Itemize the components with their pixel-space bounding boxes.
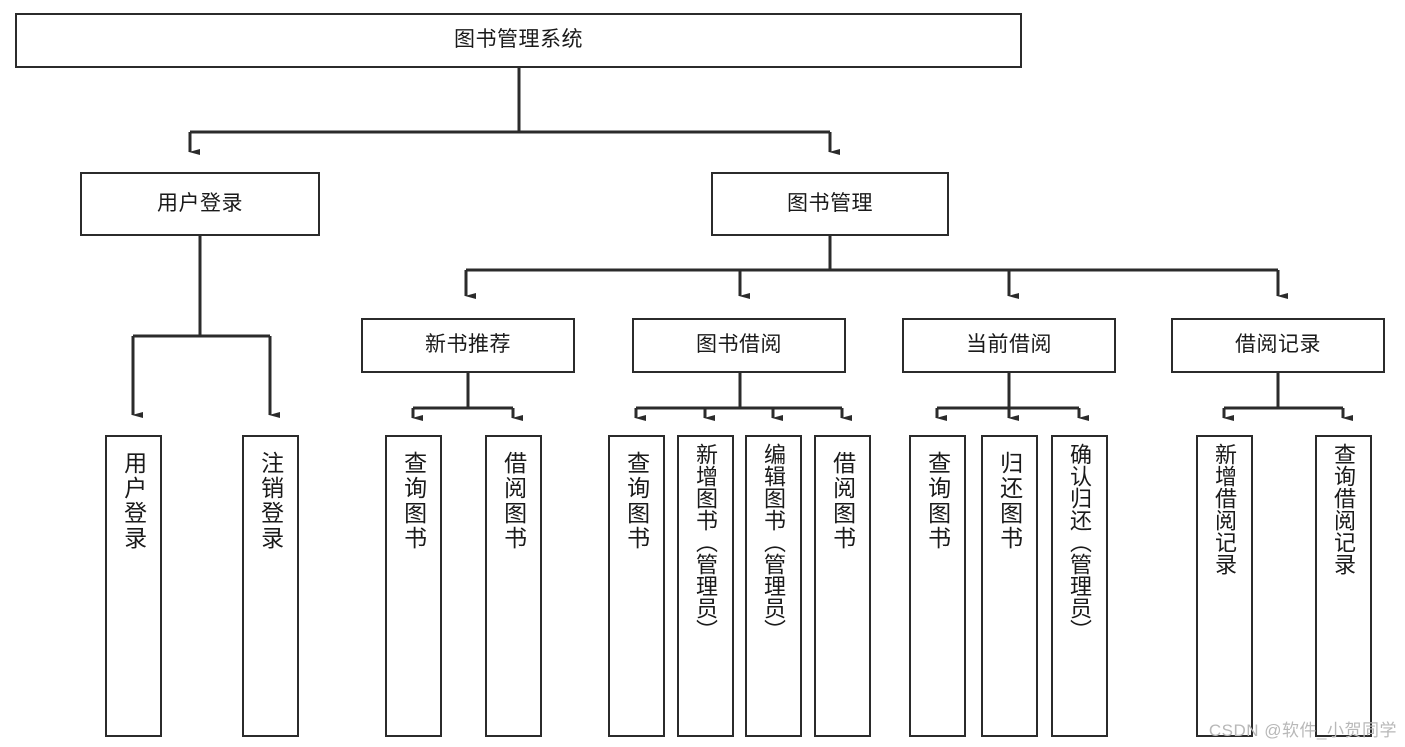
leaf-query-book-3-label: 查询图书 (924, 451, 951, 551)
leaf-query-book-2[interactable]: 查询图书 (608, 435, 665, 737)
node-new-book-recommend[interactable]: 新书推荐 (361, 318, 575, 373)
leaf-confirm-return[interactable]: 确认归还（管理员） (1051, 435, 1108, 737)
node-root-system-label: 图书管理系统 (454, 28, 583, 52)
leaf-query-book-2-label: 查询图书 (623, 451, 650, 551)
leaf-user-login-label: 用户登录 (120, 451, 147, 551)
leaf-query-borrow-record[interactable]: 查询借阅记录 (1315, 435, 1372, 737)
node-book-manage-label: 图书管理 (787, 191, 873, 215)
leaf-query-book-1-label: 查询图书 (400, 451, 427, 551)
leaf-edit-book[interactable]: 编辑图书（管理员） (745, 435, 802, 737)
node-new-book-recommend-label: 新书推荐 (425, 333, 511, 357)
leaf-add-borrow-record[interactable]: 新增借阅记录 (1196, 435, 1253, 737)
leaf-logout-label: 注销登录 (257, 451, 284, 551)
node-book-borrow-label: 图书借阅 (696, 333, 782, 357)
leaf-borrow-book-2-label: 借阅图书 (829, 451, 856, 551)
leaf-add-book-label: 新增图书（管理员） (693, 443, 719, 641)
leaf-add-borrow-record-label: 新增借阅记录 (1212, 443, 1238, 575)
leaf-return-book[interactable]: 归还图书 (981, 435, 1038, 737)
leaf-logout[interactable]: 注销登录 (242, 435, 299, 737)
leaf-add-book[interactable]: 新增图书（管理员） (677, 435, 734, 737)
leaf-borrow-book-1-label: 借阅图书 (500, 451, 527, 551)
leaf-user-login[interactable]: 用户登录 (105, 435, 162, 737)
node-book-manage[interactable]: 图书管理 (711, 172, 949, 236)
node-root-system[interactable]: 图书管理系统 (15, 13, 1022, 68)
leaf-borrow-book-1[interactable]: 借阅图书 (485, 435, 542, 737)
leaf-query-book-1[interactable]: 查询图书 (385, 435, 442, 737)
node-borrow-record[interactable]: 借阅记录 (1171, 318, 1385, 373)
node-user-login-label: 用户登录 (157, 191, 243, 215)
node-borrow-record-label: 借阅记录 (1235, 333, 1321, 357)
leaf-return-book-label: 归还图书 (996, 451, 1023, 551)
leaf-borrow-book-2[interactable]: 借阅图书 (814, 435, 871, 737)
leaf-query-borrow-record-label: 查询借阅记录 (1331, 443, 1357, 575)
leaf-confirm-return-label: 确认归还（管理员） (1067, 443, 1093, 641)
node-user-login[interactable]: 用户登录 (80, 172, 320, 236)
node-current-borrow-label: 当前借阅 (966, 333, 1052, 357)
leaf-query-book-3[interactable]: 查询图书 (909, 435, 966, 737)
node-current-borrow[interactable]: 当前借阅 (902, 318, 1116, 373)
csdn-watermark: CSDN @软件_小贺同学 (1208, 721, 1397, 740)
node-book-borrow[interactable]: 图书借阅 (632, 318, 846, 373)
leaf-edit-book-label: 编辑图书（管理员） (761, 443, 787, 641)
